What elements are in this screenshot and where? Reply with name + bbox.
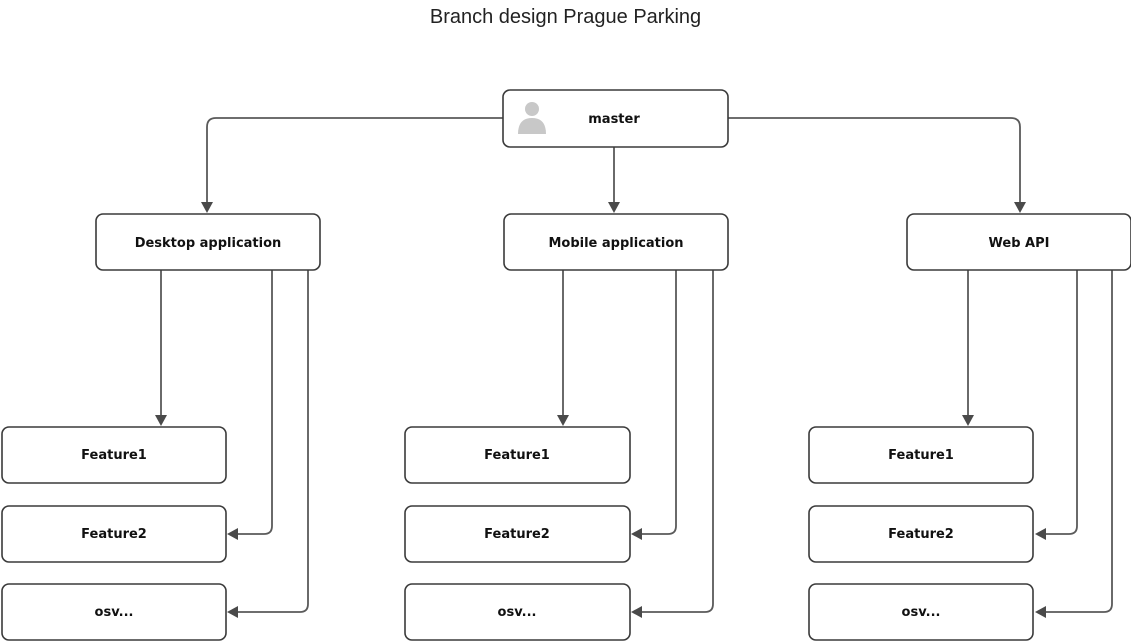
node-desktop-feature1[interactable]: Feature1 — [1, 426, 227, 484]
node-desktop-feature2[interactable]: Feature2 — [1, 505, 227, 563]
node-label: Desktop application — [135, 236, 282, 251]
arrow-webapi-feature2 — [1035, 528, 1046, 540]
node-label: Feature2 — [81, 527, 147, 542]
node-label: osv... — [95, 605, 134, 620]
arrow-desktop — [201, 202, 213, 213]
node-label: Feature1 — [81, 448, 147, 463]
node-web-api[interactable]: Web API — [906, 213, 1131, 271]
arrow-desktop-feature2 — [227, 528, 238, 540]
arrow-mobile-feature2 — [631, 528, 642, 540]
edge-webapi-osv — [1046, 270, 1113, 613]
node-master[interactable]: master — [502, 89, 729, 148]
user-avatar-icon — [518, 102, 546, 134]
edge-master-webapi — [728, 117, 1021, 202]
edge-master-desktop — [206, 117, 503, 202]
node-label: Feature1 — [888, 448, 954, 463]
edge-desktop-osv — [238, 270, 309, 613]
arrow-desktop-osv — [227, 606, 238, 618]
arrow-webapi — [1014, 202, 1026, 213]
node-desktop-osv[interactable]: osv... — [1, 583, 227, 641]
arrow-webapi-feature1 — [962, 415, 974, 426]
node-webapi-feature2[interactable]: Feature2 — [808, 505, 1034, 563]
arrowheads — [155, 202, 1046, 618]
node-label: master — [588, 112, 640, 127]
edge-desktop-feature2 — [238, 270, 273, 535]
node-label: osv... — [902, 605, 941, 620]
arrow-desktop-feature1 — [155, 415, 167, 426]
node-webapi-feature1[interactable]: Feature1 — [808, 426, 1034, 484]
edge-webapi-feature2 — [1046, 270, 1078, 535]
node-mobile-feature1[interactable]: Feature1 — [404, 426, 631, 484]
arrow-mobile-osv — [631, 606, 642, 618]
connectors — [160, 117, 1113, 613]
node-webapi-osv[interactable]: osv... — [808, 583, 1034, 641]
node-mobile-feature2[interactable]: Feature2 — [404, 505, 631, 563]
node-label: Web API — [989, 236, 1050, 251]
arrow-mobile — [608, 202, 620, 213]
arrow-mobile-feature1 — [557, 415, 569, 426]
arrow-webapi-osv — [1035, 606, 1046, 618]
node-desktop-application[interactable]: Desktop application — [95, 213, 321, 271]
diagram-title: Branch design Prague Parking — [429, 6, 702, 28]
node-label: Mobile application — [548, 236, 683, 251]
edge-mobile-feature2 — [642, 270, 677, 535]
node-label: Feature1 — [484, 448, 550, 463]
node-label: Feature2 — [888, 527, 954, 542]
node-mobile-osv[interactable]: osv... — [404, 583, 631, 641]
node-label: Feature2 — [484, 527, 550, 542]
node-mobile-application[interactable]: Mobile application — [503, 213, 729, 271]
edge-mobile-osv — [642, 270, 714, 613]
node-label: osv... — [498, 605, 537, 620]
